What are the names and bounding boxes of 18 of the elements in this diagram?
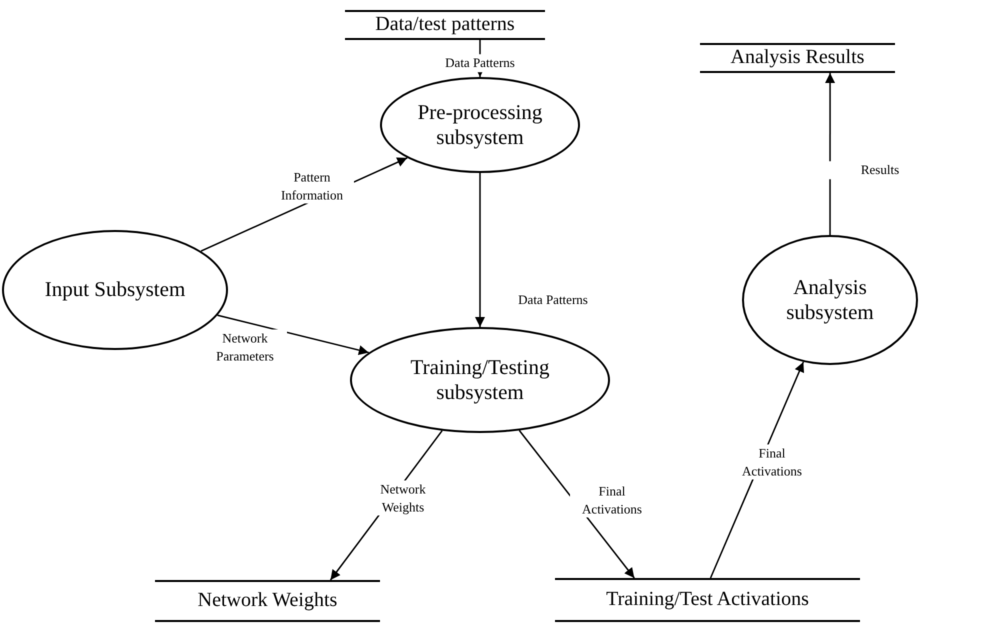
node-label: Pre-processing subsystem: [416, 100, 544, 150]
process-ellipse: [380, 77, 580, 173]
process-ellipse: [742, 235, 918, 365]
process-ellipse: [350, 327, 610, 433]
node-label: Analysis Results: [730, 46, 864, 69]
data-store: [155, 580, 380, 622]
data-store: [555, 578, 860, 622]
arrow: [217, 314, 369, 356]
node-label: Input Subsystem: [44, 277, 186, 303]
node-label: Training/Testing subsystem: [410, 354, 550, 406]
arrow: [825, 73, 836, 235]
node-label: Analysis subsystem: [785, 274, 875, 326]
node-label: Data/test patterns: [375, 13, 515, 36]
data-store: [345, 10, 545, 40]
data-store: [700, 43, 895, 73]
node-label: Network Weights: [198, 588, 338, 612]
node-label: Training/Test Activations: [606, 588, 809, 610]
arrow: [475, 173, 485, 327]
